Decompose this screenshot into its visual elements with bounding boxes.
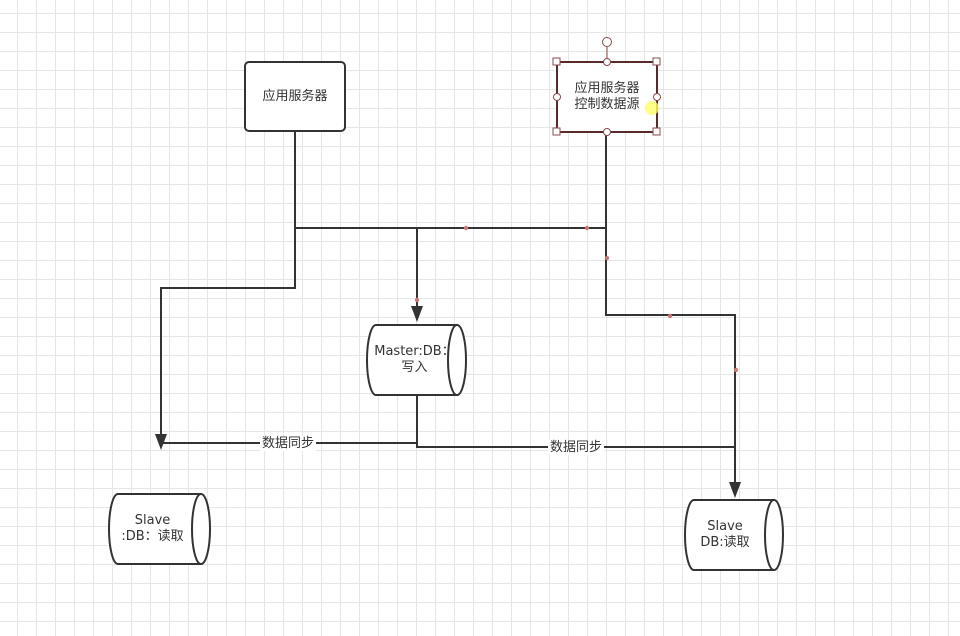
resize-handle-left[interactable] <box>553 93 561 101</box>
edge-label-sync-right[interactable]: 数据同步 <box>548 440 605 455</box>
slave-db-right-node[interactable] <box>684 499 784 571</box>
connector-app-server-to-slave-left[interactable] <box>160 131 296 438</box>
mouse-pointer-highlight <box>645 101 659 115</box>
waypoint-dot[interactable] <box>584 225 590 231</box>
rotate-handle[interactable] <box>602 37 612 47</box>
slave-db-left-label-box: Slave :DB：读取 <box>105 494 200 564</box>
resize-handle-bottom-right[interactable] <box>652 127 661 136</box>
arrowhead-slave-right <box>729 482 741 498</box>
resize-handle-top[interactable] <box>603 58 611 66</box>
resize-handle-bottom-left[interactable] <box>552 127 561 136</box>
waypoint-dot[interactable] <box>733 367 739 373</box>
slave-db-right-label-line2: DB:读取 <box>700 535 750 550</box>
app-server-node[interactable] <box>244 61 346 132</box>
connector-sync-right[interactable] <box>416 443 735 448</box>
waypoint-dot[interactable] <box>604 255 610 261</box>
resize-handle-bottom[interactable] <box>603 128 611 136</box>
resize-handle-right[interactable] <box>653 93 661 101</box>
arrowhead-master <box>411 306 423 322</box>
slave-db-left-label-line1: Slave <box>134 513 171 528</box>
master-db-label-line2: 写入 <box>401 360 428 375</box>
slave-db-left-node[interactable] <box>108 493 211 565</box>
resize-handle-top-right[interactable] <box>652 57 661 66</box>
app-server-label-box: 应用服务器 <box>245 62 345 131</box>
resize-handle-top-left[interactable] <box>552 57 561 66</box>
slave-db-left-label-line2: :DB：读取 <box>121 529 184 544</box>
master-db-label-box: Master:DB： 写入 <box>362 325 467 395</box>
app-server-ctrl-label-box: 应用服务器 控制数据源 <box>557 62 657 132</box>
master-db-label-line1: Master:DB： <box>374 344 455 359</box>
waypoint-dot[interactable] <box>414 297 420 303</box>
edge-label-sync-left[interactable]: 数据同步 <box>260 436 317 451</box>
connector-ctrl-to-slave-right[interactable] <box>605 133 736 485</box>
arrowhead-slave-left <box>155 434 167 450</box>
app-server-ctrl-label-line2: 控制数据源 <box>574 97 640 112</box>
waypoint-dot[interactable] <box>463 225 469 231</box>
master-db-node[interactable] <box>366 324 467 396</box>
app-server-label: 应用服务器 <box>262 88 328 104</box>
slave-db-right-label-box: Slave DB:读取 <box>680 500 770 570</box>
waypoint-dot[interactable] <box>667 313 673 319</box>
app-server-ctrl-label-line1: 应用服务器 <box>574 81 640 96</box>
slave-db-right-label-line1: Slave <box>707 519 743 534</box>
